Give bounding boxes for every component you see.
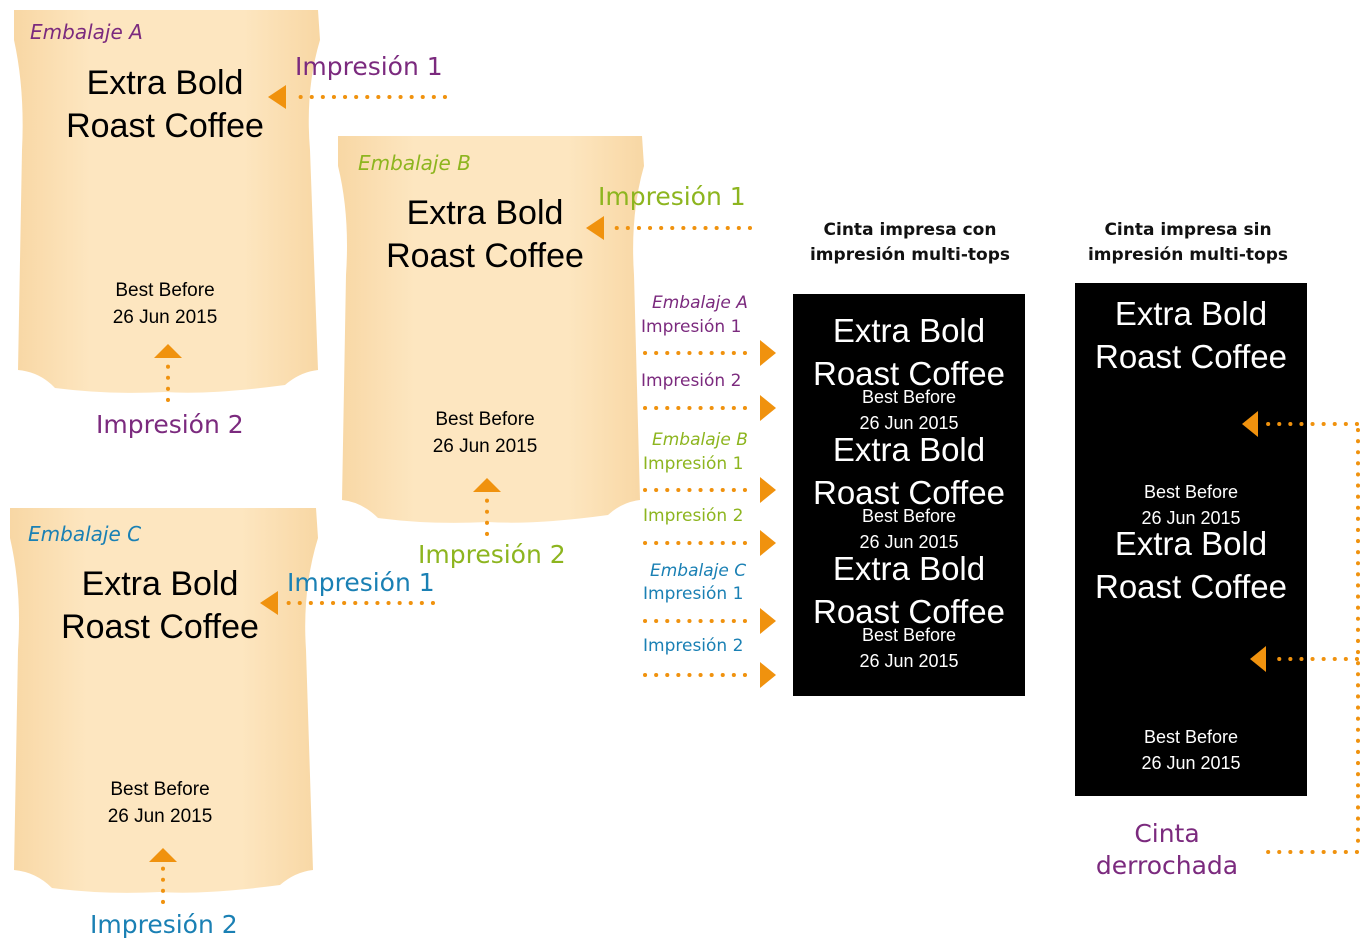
standard-heading: Cinta impresa sin impresión multi-tops [1087,220,1288,265]
mt-c-print2: Impresión 2 [643,636,744,656]
std-tape-date-2: Best Before 26 Jun 2015 [1141,727,1241,773]
mt-tape-date-2: Best Before 26 Jun 2015 [859,506,959,552]
bag-c-print1-label: Impresión 1 [287,568,435,597]
bag-a-tag: Embalaje A [30,20,143,44]
pouch-a [14,10,320,393]
mt-tape-title-2: Extra Bold Roast Coffee [812,431,1005,511]
mt-a-print2: Impresión 2 [641,371,742,391]
bag-a-title: Extra Bold Roast Coffee [66,64,264,145]
std-tape-date-1: Best Before 26 Jun 2015 [1141,482,1241,528]
mt-a-tag: Embalaje A [652,293,748,313]
mt-b-print1: Impresión 1 [643,454,744,474]
multitops-tape [793,294,1025,696]
bag-c-date: Best Before 26 Jun 2015 [107,779,213,827]
std-tape-title-2: Extra Bold Roast Coffee [1094,525,1287,605]
bag-b-print1-label: Impresión 1 [598,182,746,211]
bag-a-date: Best Before 26 Jun 2015 [112,280,218,328]
bag-c-title: Extra Bold Roast Coffee [61,565,259,646]
mt-tape-date-1: Best Before 26 Jun 2015 [859,387,959,433]
bag-b-title: Extra Bold Roast Coffee [386,194,584,275]
bag-a-print2-label: Impresión 2 [96,410,244,439]
mt-b-tag: Embalaje B [652,430,748,450]
mt-a-print1: Impresión 1 [641,317,742,337]
mt-tape-date-3: Best Before 26 Jun 2015 [859,625,959,671]
multitops-heading: Cinta impresa con impresión multi-tops [809,220,1010,265]
wasted-tape-label: Cinta derrochada [1095,819,1239,880]
bag-a-print1-label: Impresión 1 [295,52,443,81]
pouch-b [338,136,644,523]
bag-c-tag: Embalaje C [28,522,142,546]
mt-tape-title-3: Extra Bold Roast Coffee [812,550,1005,630]
mt-b-print2: Impresión 2 [643,506,744,526]
bag-b-print2-label: Impresión 2 [418,540,566,569]
standard-tape [1075,283,1307,796]
mt-tape-title-1: Extra Bold Roast Coffee [812,312,1005,392]
bag-c-print2-label: Impresión 2 [90,910,238,939]
bag-b-tag: Embalaje B [358,151,471,175]
mt-c-tag: Embalaje C [650,561,747,581]
bag-b-date: Best Before 26 Jun 2015 [432,409,538,457]
pouch-c [10,508,318,893]
std-tape-title-1: Extra Bold Roast Coffee [1094,295,1287,375]
mt-c-print1: Impresión 1 [643,584,744,604]
